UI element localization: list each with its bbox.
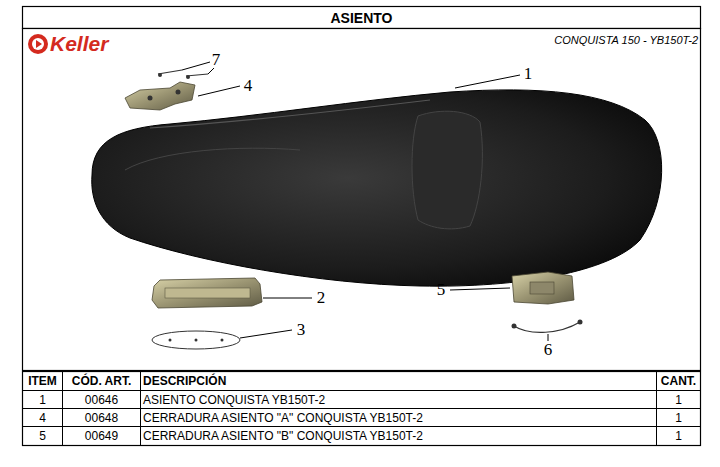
table-header: CANT.	[657, 372, 700, 390]
table-cell: 1	[23, 391, 62, 408]
table-header: DESCRIPCIÓN	[143, 372, 656, 390]
table-cell: 00646	[63, 391, 140, 408]
callout-number: 7	[208, 50, 224, 70]
table-header: CÓD. ART.	[63, 372, 140, 390]
model-name: CONQUISTA 150 - YB150T-2	[440, 32, 698, 48]
table-cell: 5	[23, 427, 62, 444]
table-cell: CERRADURA ASIENTO "A" CONQUISTA YB150T-2	[143, 409, 656, 426]
callout-number: 4	[240, 76, 256, 96]
callout-number: 5	[433, 280, 449, 300]
table-cell: CERRADURA ASIENTO "B" CONQUISTA YB150T-2	[143, 427, 656, 444]
table-cell: 00648	[63, 409, 140, 426]
table-cell: 4	[23, 409, 62, 426]
callout-number: 2	[313, 288, 329, 308]
table-cell: 1	[657, 391, 700, 408]
callout-number: 6	[540, 340, 556, 360]
table-cell: 1	[657, 409, 700, 426]
callout-number: 3	[293, 320, 309, 340]
brand-logo: Keller	[50, 32, 140, 56]
callout-number: 1	[520, 64, 536, 84]
page-title: ASIENTO	[23, 7, 700, 28]
table-cell: ASIENTO CONQUISTA YB150T-2	[143, 391, 656, 408]
table-cell: 00649	[63, 427, 140, 444]
table-cell: 1	[657, 427, 700, 444]
table-header: ITEM	[23, 372, 62, 390]
